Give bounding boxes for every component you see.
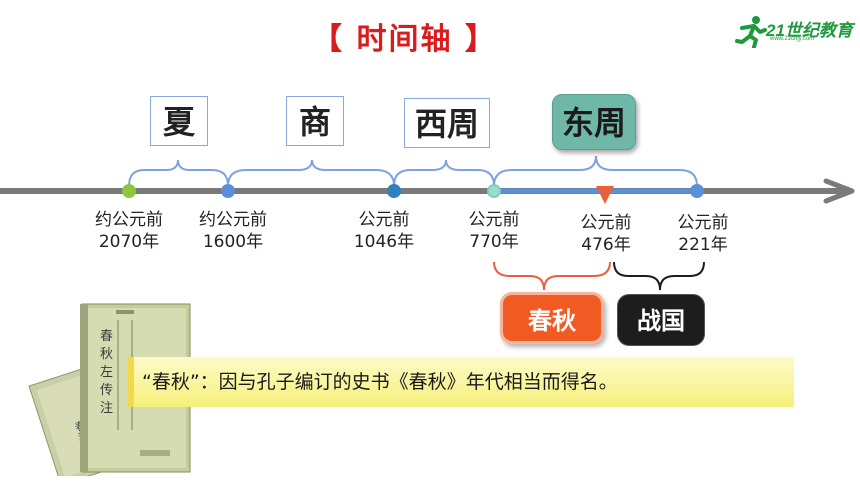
bracket-western-zhou <box>393 159 495 187</box>
dynasty-eastern-zhou: 东周 <box>552 94 636 150</box>
bracket-xia <box>128 159 229 187</box>
runner-icon <box>735 16 767 48</box>
timeline-dot-2070 <box>122 184 136 198</box>
timeline-label-2070: 约公元前 2070年 <box>84 209 174 253</box>
timeline-label-1600: 约公元前 1600年 <box>188 209 278 253</box>
timeline-label-line2: 1046年 <box>353 232 415 252</box>
timeline-label-line1: 公元前 <box>468 210 520 230</box>
timeline-label-221: 公元前 221年 <box>663 212 743 256</box>
svg-text:左: 左 <box>100 365 113 380</box>
timeline-label-line1: 约公元前 <box>199 210 267 230</box>
info-banner: “春秋”：因与孔子编订的史书《春秋》年代相当而得名。 <box>128 357 794 407</box>
logo-text: 21世纪教育 <box>766 21 853 40</box>
timeline-label-476: 公元前 476年 <box>566 212 646 256</box>
logo: 21世纪教育 www.21cnjy.com <box>734 10 853 50</box>
timeline-dot-770 <box>487 184 501 198</box>
dynasty-western-zhou: 西周 <box>404 98 490 148</box>
timeline-dot-1046 <box>387 184 401 198</box>
axis-arrowhead <box>823 178 855 204</box>
period-zhanguo: 战国 <box>617 294 705 346</box>
timeline-label-line2: 2070年 <box>98 232 160 252</box>
timeline-label-1046: 公元前 1046年 <box>344 209 424 253</box>
svg-text:秋: 秋 <box>100 347 113 362</box>
svg-text:春: 春 <box>100 329 113 344</box>
timeline-label-line1: 公元前 <box>677 213 729 233</box>
timeline-label-line2: 476年 <box>581 235 631 255</box>
timeline-label-line2: 1600年 <box>202 232 264 252</box>
bracket-chunqiu <box>493 261 611 291</box>
timeline-label-line1: 公元前 <box>580 213 632 233</box>
dynasty-xia: 夏 <box>150 96 208 146</box>
banner-text: “春秋”：因与孔子编订的史书《春秋》年代相当而得名。 <box>142 371 618 393</box>
marker-476-pointer <box>596 186 614 204</box>
timeline-dot-221 <box>690 184 704 198</box>
timeline-dot-1600 <box>221 184 235 198</box>
page-title: 【 时间轴 】 <box>312 22 497 57</box>
timeline-label-line1: 公元前 <box>358 210 410 230</box>
bracket-eastern-zhou <box>493 155 698 187</box>
timeline-label-line2: 221年 <box>678 235 728 255</box>
bracket-shang <box>227 159 395 187</box>
logo-url: www.21cnjy.com <box>770 36 815 42</box>
timeline-label-line2: 770年 <box>469 232 519 252</box>
bracket-zhanguo <box>613 261 705 291</box>
period-chunqiu: 春秋 <box>500 292 604 344</box>
timeline-label-line1: 约公元前 <box>95 210 163 230</box>
dynasty-shang: 商 <box>286 96 344 146</box>
svg-text:注: 注 <box>100 401 113 416</box>
svg-text:传: 传 <box>100 383 113 398</box>
timeline-label-770: 公元前 770年 <box>454 209 534 253</box>
